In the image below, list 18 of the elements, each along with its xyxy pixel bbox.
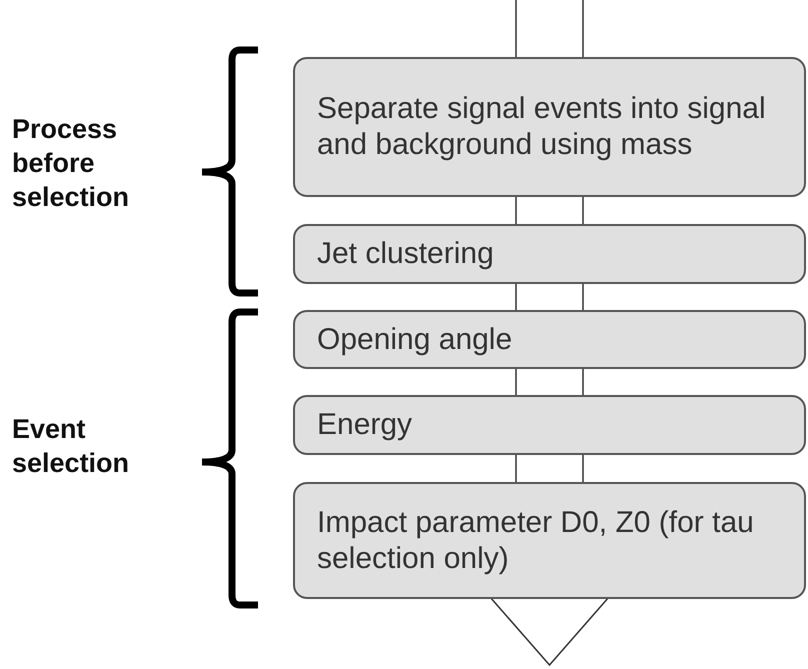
box-text: Jet clustering xyxy=(317,236,494,272)
box-text: Opening angle xyxy=(317,322,512,358)
flow-arrow xyxy=(515,196,584,225)
flow-arrow xyxy=(515,454,584,483)
bracket-label: Process before selection xyxy=(12,113,130,214)
flow-arrow xyxy=(515,283,584,311)
box-text: Impact parameter D0, Z0 (for tau selection only) xyxy=(317,504,755,576)
process-box xyxy=(293,395,806,455)
flow-arrow xyxy=(515,368,584,396)
flow-arrow xyxy=(488,596,611,666)
process-box xyxy=(293,224,806,284)
box-text: Energy xyxy=(317,407,412,443)
box-text: Separate signal events into signal and background using mass xyxy=(317,91,767,163)
bracket-label: Event selection xyxy=(12,413,130,480)
process-box xyxy=(293,57,806,197)
process-box xyxy=(293,482,806,599)
process-box xyxy=(293,310,806,369)
flow-arrow xyxy=(515,0,584,58)
